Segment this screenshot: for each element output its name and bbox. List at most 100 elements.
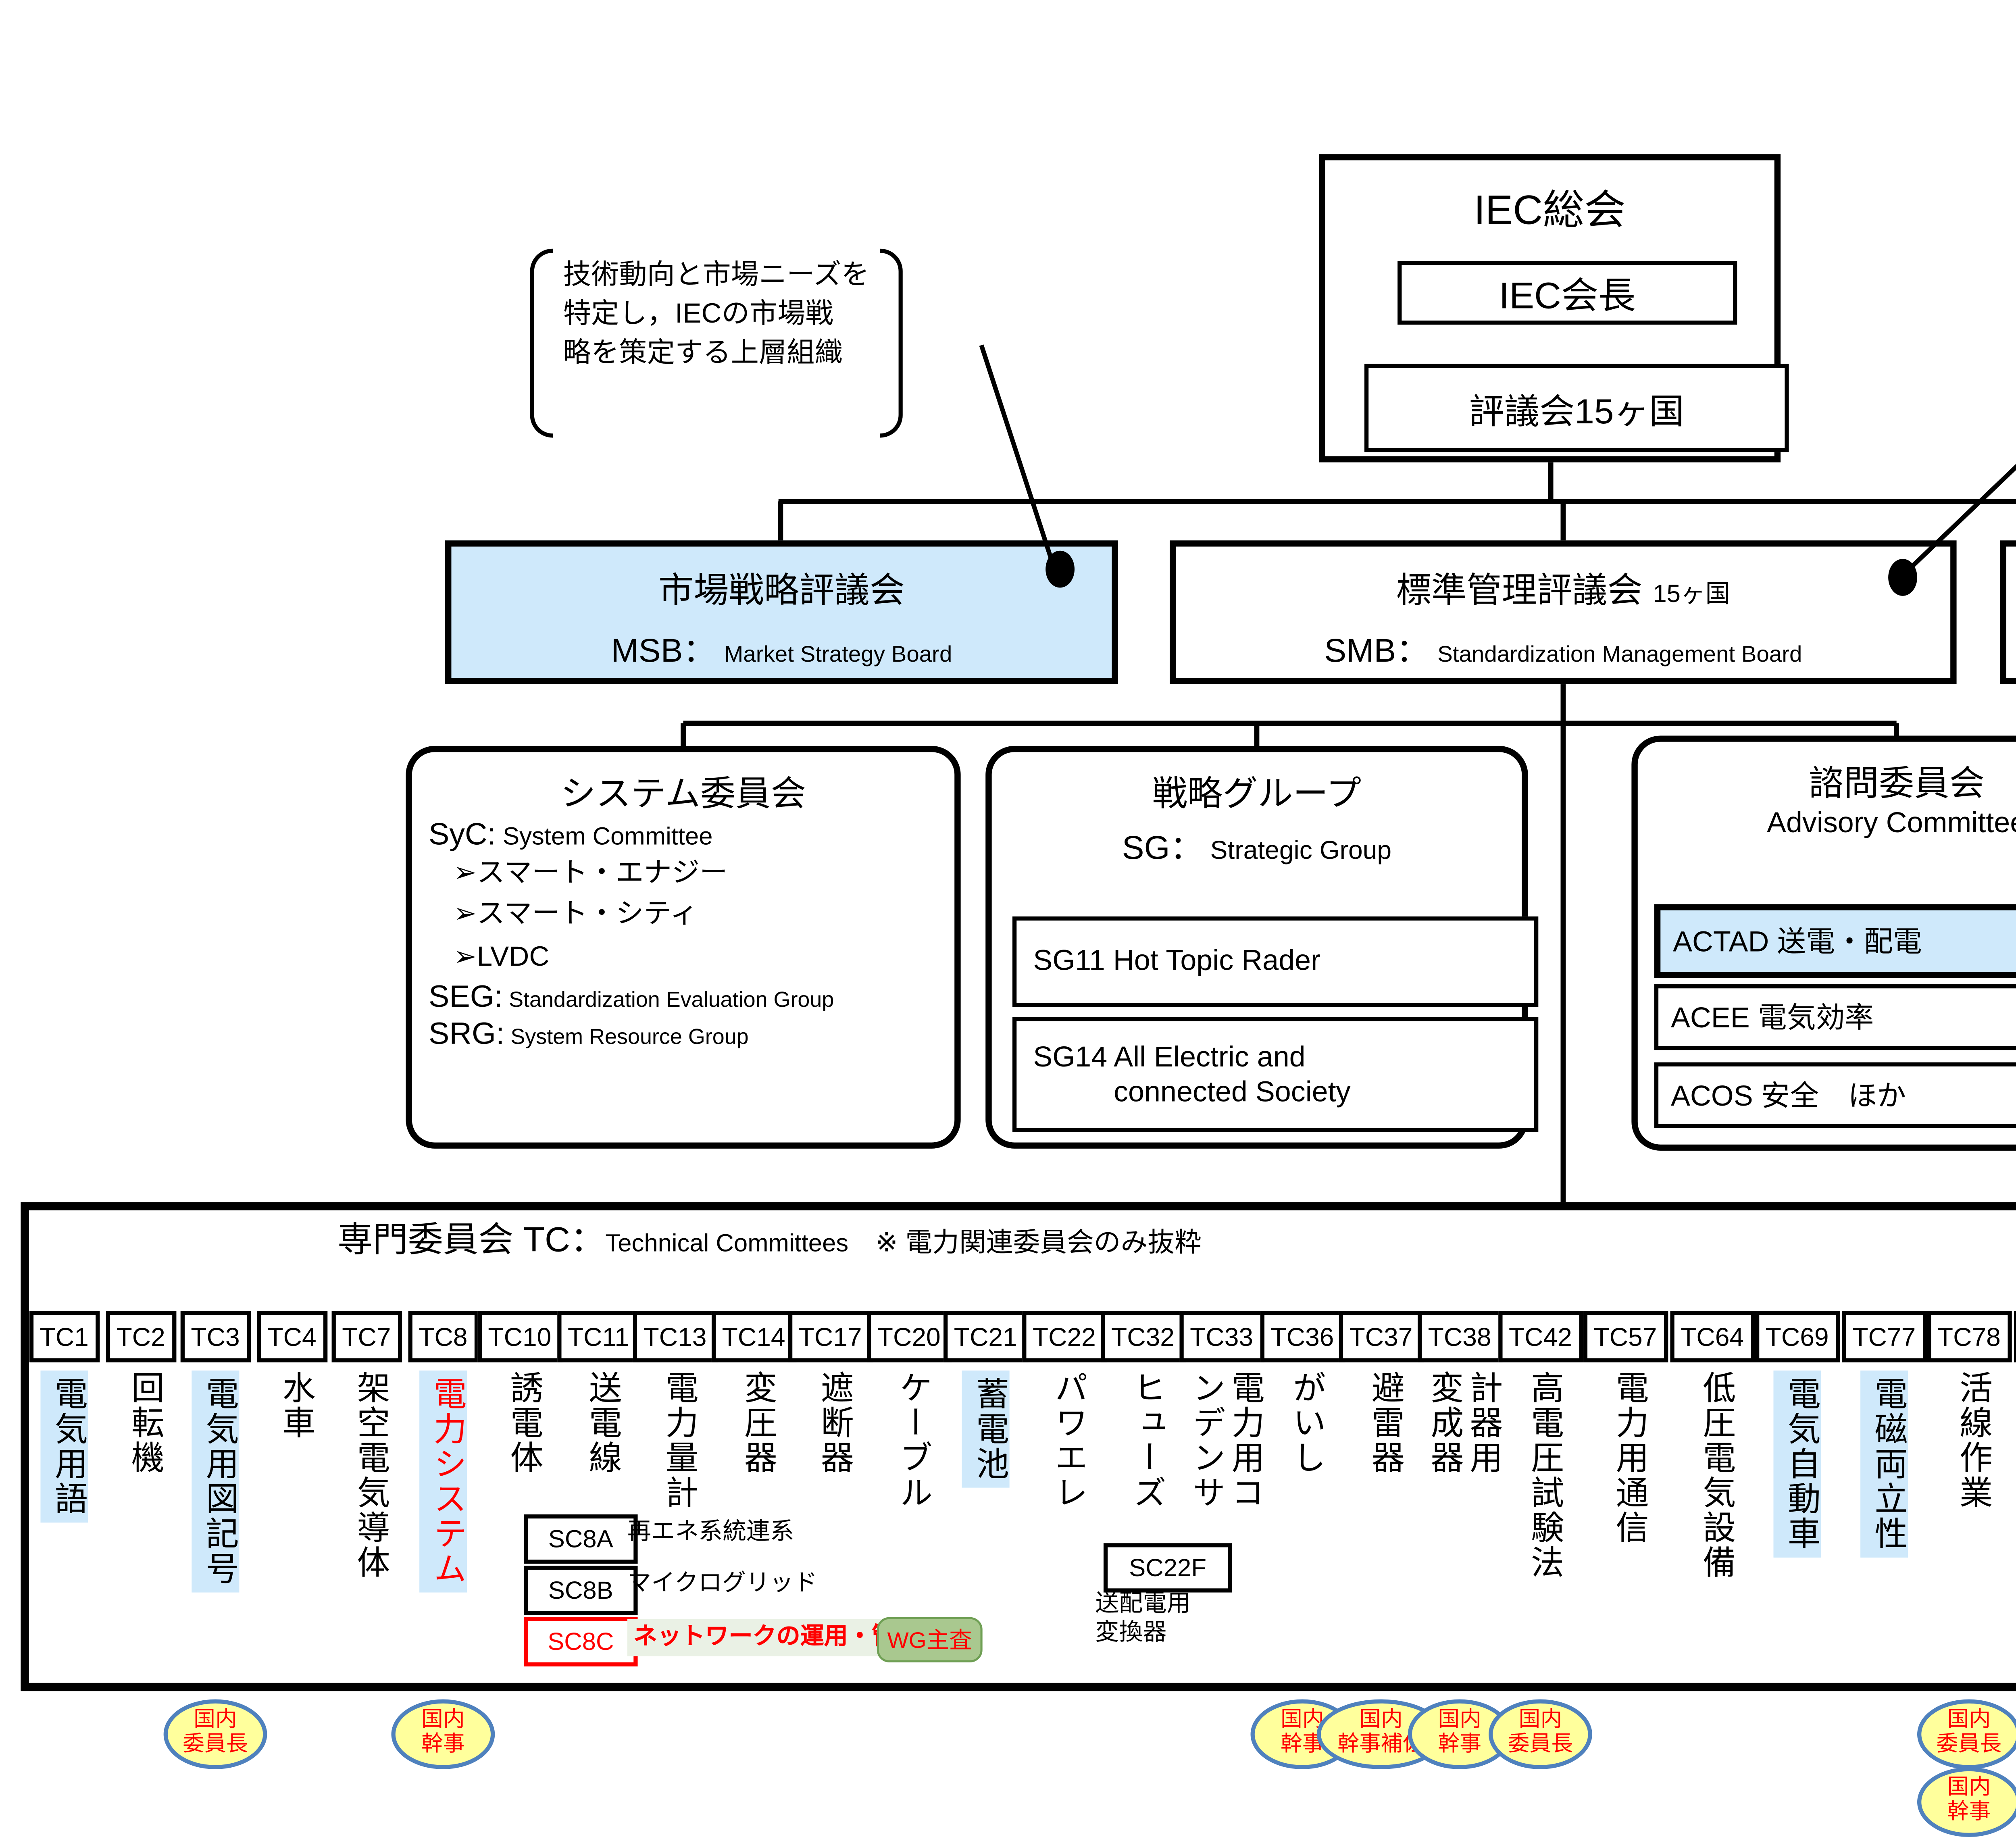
advisory-item: ACEE 電気効率 (1654, 984, 2016, 1050)
technical-committees-box (21, 1202, 2016, 1691)
seg-abbr: SEG: (428, 979, 503, 1015)
sg-abbr-line: SG： Strategic Group (992, 820, 1522, 869)
tc-committee-box: TC95 (2014, 1311, 2016, 1362)
tc-committee-box: TC77 (1842, 1311, 1926, 1362)
tc-committee-box: TC13 (633, 1311, 717, 1362)
advisory-title: 諮問委員会 (1808, 764, 1985, 804)
syc-item-list: ➢スマート・エナジー ➢スマート・シティ ➢LVDC (412, 853, 954, 978)
syc-title: システム委員会 (560, 775, 806, 814)
cab-abbr-line: CAB：Conformity Assessment Board (2006, 623, 2016, 672)
cab-title: 適合性評価評議会 (2006, 561, 2016, 612)
tc-committee-label: 電力量計 (659, 1370, 695, 1510)
tc-committee-box: TC69 (1755, 1311, 1839, 1362)
syc-full: System Committee (503, 822, 713, 851)
seg-full: Standardization Evaluation Group (509, 987, 834, 1013)
syc-item: ➢スマート・エナジー (453, 857, 728, 888)
tc-committee-box: TC20 (867, 1311, 951, 1362)
tc-committee-box: TC1 (29, 1311, 99, 1362)
iec-assembly-title: IEC総会 (1474, 189, 1626, 234)
tc-committee-box: TC64 (1670, 1311, 1754, 1362)
sg-title: 戦略グループ (1152, 775, 1362, 814)
seg-line: SEG: Standardization Evaluation Group (429, 980, 954, 1015)
srg-abbr: SRG: (428, 1016, 505, 1052)
tc-committee-box: TC22 (1022, 1311, 1106, 1362)
tc-subtitle: Technical Committees (605, 1229, 849, 1258)
tc-committee-box: TC14 (711, 1311, 796, 1362)
tc-committee-box: TC3 (180, 1311, 250, 1362)
tc-committee-label: パワエレ (1048, 1370, 1084, 1510)
msb-title: 市場戦略評議会 (658, 571, 905, 610)
tc-committee-box: TC2 (106, 1311, 176, 1362)
srg-full: System Resource Group (510, 1025, 749, 1050)
sc-box: SC8C (524, 1617, 638, 1667)
strategic-group-box: 戦略グループ SG： Strategic Group SG11 Hot Topi… (985, 746, 1539, 1149)
tc-committee-label: 回転機 (125, 1370, 160, 1476)
tc-committee-label: 電磁両立性 (1860, 1370, 1908, 1558)
national-committee-badge: 国内 幹事 (391, 1699, 495, 1769)
syc-item: ➢LVDC (453, 940, 550, 971)
national-committee-badge: 国内 幹事 (1917, 1767, 2016, 1837)
advisory-item: ACOS 安全 ほか (1654, 1062, 2016, 1128)
tc-committee-label: 活線作業 (1953, 1370, 1989, 1510)
tc-committee-box: TC4 (257, 1311, 327, 1362)
tc-committee-label: 水車 (276, 1370, 312, 1441)
national-committee-badge: 国内 委員長 (163, 1699, 267, 1769)
tc-committee-label: がいし (1287, 1370, 1322, 1476)
tc-committee-box: TC21 (943, 1311, 1028, 1362)
syc-item: ➢スマート・シティ (453, 898, 698, 929)
tc-committee-box: TC8 (408, 1311, 478, 1362)
national-committee-badge: 国内 委員長 (1489, 1699, 1592, 1769)
sc-box: SC22F (1103, 1543, 1232, 1593)
tc-committee-label: 低圧電気設備 (1696, 1370, 1732, 1580)
tc-committee-label: 電気自動車 (1773, 1370, 1821, 1558)
tc-committee-label: 誘電体 (504, 1370, 539, 1476)
msb-full-name: Market Strategy Board (724, 643, 952, 668)
bracket-left (530, 248, 553, 438)
smb-country-count: 15ヶ国 (1653, 579, 1731, 608)
cab-board-box: 適合性評価評議会 CAB：Conformity Assessment Board (2000, 540, 2016, 685)
sc-box: SC8B (524, 1566, 638, 1615)
tc-committee-label: 送電線 (583, 1370, 618, 1476)
sg14-box: SG14 All Electric and connected Society (1012, 1017, 1539, 1133)
tc-committee-box: TC10 (477, 1311, 562, 1362)
tc-committee-box: TC36 (1260, 1311, 1345, 1362)
msb-note: 技術動向と市場ニーズを 特定し，IECの市場戦 略を策定する上層組織 (530, 248, 902, 438)
tc-title: 専門委員会 TC： (337, 1221, 606, 1260)
sc-label: マイクログリッド (627, 1572, 818, 1597)
tc-note-inline: ※ 電力関連委員会のみ抜粋 (875, 1227, 1202, 1258)
tc-committee-box: TC17 (788, 1311, 873, 1362)
tc-committee-box: TC78 (1927, 1311, 2011, 1362)
syc-abbr-line: SyC: System Committee (429, 818, 954, 853)
iec-president-box: IEC会長 (1397, 261, 1737, 325)
sc-label: 再エネ系統連系 (627, 1520, 794, 1545)
smb-abbr-line: SMB：Standardization Management Board (1176, 623, 1950, 672)
advisory-item: ACTAD 送電・配電 (1654, 904, 2016, 978)
sg-abbr: SG： (1122, 832, 1203, 867)
iec-assembly-box: IEC総会 IEC会長 評議会15ヶ国 (1318, 154, 1789, 462)
tc-committee-box: TC37 (1339, 1311, 1423, 1362)
tc-committee-label: 電気用語 (40, 1370, 88, 1523)
advisory-subtitle: Advisory Committee (1767, 805, 2016, 839)
tc-committee-label: ヒューズ (1127, 1370, 1162, 1510)
tc-committee-label: 計器用 変成器 (1424, 1370, 1499, 1476)
msb-note-text: 技術動向と市場ニーズを 特定し，IECの市場戦 略を策定する上層組織 (563, 259, 869, 369)
msb-abbr: MSB： (611, 635, 716, 670)
msb-abbr-line: MSB： Market Strategy Board (451, 623, 1112, 672)
msb-board-box: 市場戦略評議会 MSB： Market Strategy Board (445, 540, 1118, 685)
tc-committee-box: TC11 (557, 1311, 639, 1362)
sc-label: ネットワークの運用・管理 (627, 1619, 926, 1657)
smb-board-box: 標準管理評議会 15ヶ国 SMB：Standardization Manageme… (1170, 540, 1957, 685)
tc-committee-label: 高電圧試験法 (1524, 1370, 1560, 1580)
tc-committee-label: ケーブル (893, 1370, 929, 1510)
tc-committee-box: TC32 (1101, 1311, 1185, 1362)
sg11-box: SG11 Hot Topic Rader (1012, 916, 1539, 1007)
sc-label: 送配電用 変換器 (1095, 1592, 1191, 1647)
tc-committee-label: 架空電気導体 (351, 1370, 386, 1580)
tc-committee-box: TC33 (1179, 1311, 1264, 1362)
tc-committee-box: TC7 (331, 1311, 402, 1362)
national-committee-badge: 国内 委員長 (1917, 1699, 2016, 1769)
sc-box: SC8A (524, 1514, 638, 1564)
tc-committee-label: 遮断器 (814, 1370, 850, 1476)
smb-title: 標準管理評議会 (1396, 571, 1643, 610)
